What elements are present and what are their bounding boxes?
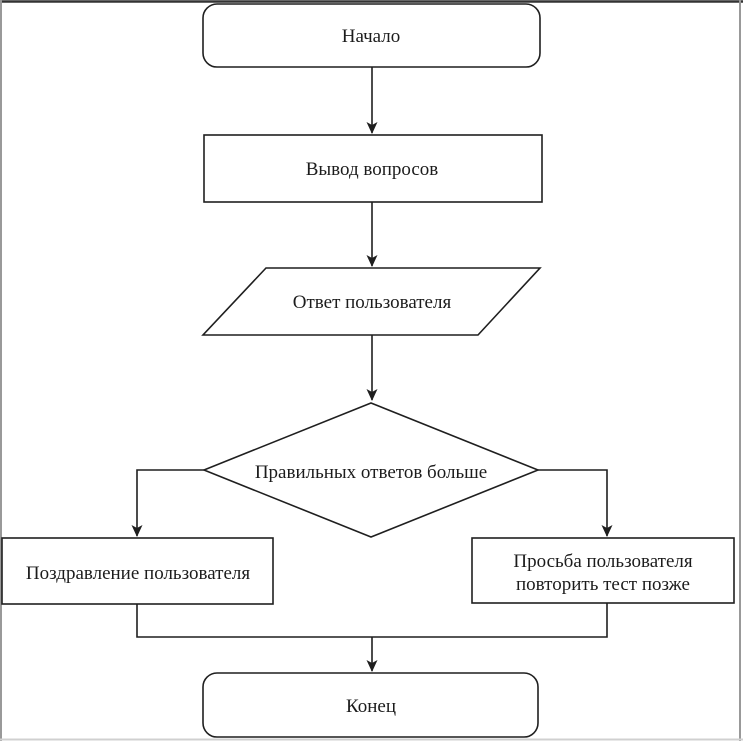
retry-request-process-shape: [471, 537, 735, 604]
node-user-answer: Ответ пользователя: [201, 267, 542, 336]
node-retry-request: Просьба пользователя повторить тест позж…: [471, 537, 735, 604]
edge-decision-to-retry: [538, 469, 613, 537]
end-label: Конец: [346, 696, 396, 717]
node-end: Конец: [202, 672, 539, 738]
retry-request-label-line1: Просьба пользователя: [513, 551, 692, 572]
retry-request-label-line2: повторить тест позже: [516, 574, 690, 595]
node-congratulation: Поздравление пользователя: [1, 537, 274, 605]
node-output-questions: Вывод вопросов: [203, 134, 543, 203]
output-questions-label: Вывод вопросов: [306, 159, 439, 180]
congratulation-process-shape: [1, 537, 274, 605]
user-answer-io-shape: [201, 267, 542, 336]
start-label: Начало: [342, 26, 401, 47]
edge-decision-to-congratulation: [131, 469, 204, 537]
congratulation-label: Поздравление пользователя: [26, 563, 250, 584]
decision-diamond-shape: [201, 402, 541, 538]
start-terminator-shape: [202, 3, 541, 68]
decision-label: Правильных ответов больше: [255, 462, 487, 483]
node-decision: Правильных ответов больше: [201, 402, 541, 538]
node-start: Начало: [202, 3, 541, 68]
output-questions-process-shape: [203, 134, 543, 203]
end-terminator-shape: [202, 672, 539, 738]
edge-merge-line: [136, 603, 608, 638]
user-answer-label: Ответ пользователя: [293, 292, 452, 313]
